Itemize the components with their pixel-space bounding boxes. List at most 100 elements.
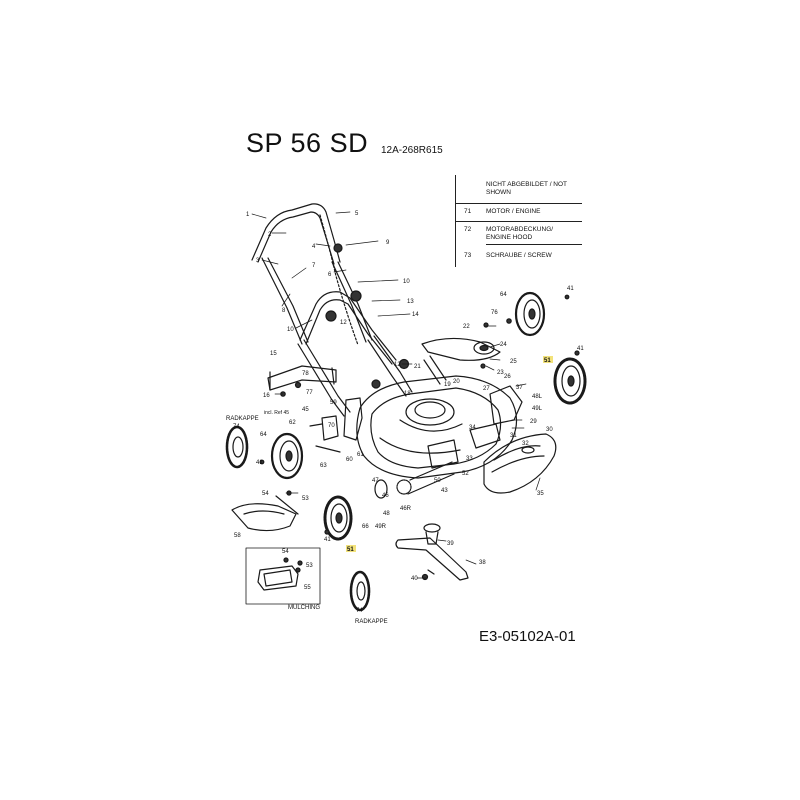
svg-text:49R: 49R <box>375 524 387 530</box>
svg-text:27: 27 <box>483 386 490 392</box>
height-adjuster <box>309 397 363 453</box>
svg-text:4: 4 <box>312 244 316 250</box>
svg-text:53: 53 <box>306 563 313 569</box>
svg-text:41: 41 <box>324 537 331 543</box>
legend-num: 72 <box>464 226 472 233</box>
svg-text:51: 51 <box>347 547 354 553</box>
legend-text: MOTORABDECKUNG/ ENGINE HOOD <box>486 226 554 241</box>
caption-radkappe-left: RADKAPPE <box>226 416 259 422</box>
caption-mulching: MULCHING <box>288 605 321 611</box>
svg-text:59: 59 <box>330 400 337 406</box>
svg-text:20: 20 <box>453 379 460 385</box>
wheel-51-lower <box>323 495 353 541</box>
side-deflector <box>231 495 299 532</box>
svg-text:40: 40 <box>411 576 418 582</box>
highlight-51-upper <box>543 356 553 363</box>
svg-text:41: 41 <box>567 286 574 292</box>
svg-text:18: 18 <box>404 391 411 397</box>
svg-text:78: 78 <box>302 371 309 377</box>
svg-text:15: 15 <box>270 351 277 357</box>
svg-text:5: 5 <box>355 211 359 217</box>
svg-text:24: 24 <box>500 342 507 348</box>
svg-text:12: 12 <box>340 320 347 326</box>
wheel-51-upper <box>553 357 587 405</box>
svg-text:60: 60 <box>346 457 353 463</box>
svg-text:63: 63 <box>320 463 327 469</box>
bag-frame <box>267 365 337 391</box>
svg-text:43: 43 <box>441 488 448 494</box>
svg-text:48: 48 <box>383 511 390 517</box>
control-cable <box>319 214 359 346</box>
legend-table: NICHT ABGEBILDET / NOT SHOWN 71 MOTOR / … <box>455 175 582 267</box>
svg-text:29: 29 <box>530 419 537 425</box>
svg-text:76: 76 <box>491 310 498 316</box>
legend-divider <box>486 244 582 245</box>
svg-text:23: 23 <box>497 370 504 376</box>
wheel-64-left <box>270 432 304 480</box>
svg-text:34: 34 <box>469 425 476 431</box>
legend-text: SCHRAUBE / SCREW <box>486 252 552 259</box>
svg-text:49L: 49L <box>532 406 543 412</box>
leader-lines <box>251 211 541 579</box>
svg-text:16: 16 <box>263 393 270 399</box>
svg-text:74: 74 <box>356 608 363 614</box>
svg-text:9: 9 <box>386 240 390 246</box>
svg-text:38: 38 <box>479 560 486 566</box>
svg-text:19: 19 <box>444 382 451 388</box>
svg-text:51: 51 <box>544 358 551 364</box>
svg-text:58: 58 <box>234 533 241 539</box>
legend-text: NICHT ABGEBILDET / NOT SHOWN <box>486 181 567 196</box>
wheel-64-upper <box>514 291 546 337</box>
svg-text:46R: 46R <box>400 506 412 512</box>
svg-text:64: 64 <box>260 432 267 438</box>
document-number: E3-05102A-01 <box>479 628 576 645</box>
svg-text:21: 21 <box>414 364 421 370</box>
svg-text:46: 46 <box>382 493 389 499</box>
svg-text:39: 39 <box>447 541 454 547</box>
caption-radkappe-bottom: RADKAPPE <box>355 619 388 625</box>
cutting-blade <box>395 523 469 581</box>
svg-text:7: 7 <box>312 263 316 269</box>
caption-incl-ref: incl. Ref 45 <box>264 410 290 416</box>
svg-text:12: 12 <box>394 362 401 368</box>
svg-text:61: 61 <box>357 452 364 458</box>
svg-text:74: 74 <box>233 424 240 430</box>
svg-text:6: 6 <box>328 272 332 278</box>
svg-text:13: 13 <box>407 299 414 305</box>
svg-text:8: 8 <box>282 308 286 314</box>
svg-text:31: 31 <box>510 433 517 439</box>
svg-text:1: 1 <box>246 212 250 218</box>
mulching-inset <box>245 547 321 605</box>
svg-text:70: 70 <box>328 423 335 429</box>
svg-text:53: 53 <box>302 496 309 502</box>
svg-text:77: 77 <box>306 390 313 396</box>
svg-text:48L: 48L <box>532 394 543 400</box>
svg-text:25: 25 <box>510 359 517 365</box>
svg-text:54: 54 <box>282 549 289 555</box>
svg-text:32: 32 <box>522 441 529 447</box>
svg-text:55: 55 <box>304 585 311 591</box>
rear-discharge-guard <box>483 433 557 494</box>
hubcap-74-left <box>225 425 249 469</box>
svg-text:62: 62 <box>289 420 296 426</box>
svg-text:37: 37 <box>516 385 523 391</box>
svg-text:22: 22 <box>463 324 470 330</box>
svg-text:45: 45 <box>302 407 309 413</box>
svg-text:2: 2 <box>268 232 272 238</box>
svg-text:10: 10 <box>287 327 294 333</box>
svg-text:50: 50 <box>434 478 441 484</box>
svg-text:41: 41 <box>577 346 584 352</box>
svg-text:33: 33 <box>466 456 473 462</box>
svg-text:30: 30 <box>546 427 553 433</box>
legend-num: 71 <box>464 208 472 215</box>
belt-pulley <box>421 337 501 385</box>
legend-num: 73 <box>464 252 472 259</box>
svg-text:64: 64 <box>500 292 507 298</box>
svg-text:10: 10 <box>403 279 410 285</box>
legend-divider <box>456 203 582 204</box>
mower-deck <box>356 375 518 479</box>
model-number: 12A-268R615 <box>381 145 443 156</box>
